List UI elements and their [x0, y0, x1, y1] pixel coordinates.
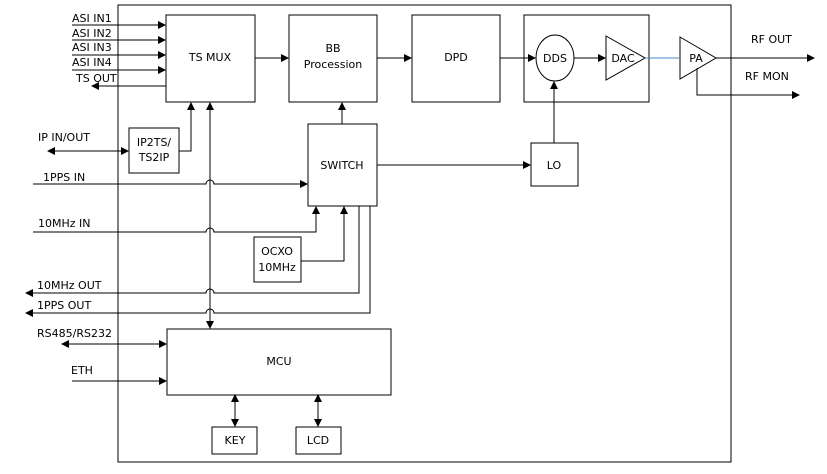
dds-label: DDS	[543, 52, 567, 65]
rs485-label: RS485/RS232	[37, 327, 112, 340]
10mhz-in-label: 10MHz IN	[38, 217, 91, 230]
bb-label-line2: Procession	[304, 58, 363, 71]
lcd-label: LCD	[307, 434, 329, 447]
lo-label: LO	[547, 159, 562, 172]
ocxo-label-line1: OCXO	[261, 245, 293, 258]
lcd-block: LCD	[295, 426, 342, 455]
ts-out-label: TS OUT	[75, 72, 117, 85]
eth-label: ETH	[71, 364, 93, 377]
lo-block: LO	[530, 142, 579, 187]
asi-in4-label: ASI IN4	[72, 56, 112, 69]
dac-triangle	[605, 35, 647, 81]
dpd-label: DPD	[444, 51, 468, 64]
rf-out-label: RF OUT	[751, 33, 792, 46]
mcu-label: MCU	[266, 355, 291, 368]
key-label: KEY	[225, 434, 246, 447]
10mhz-out-label: 10MHz OUT	[37, 279, 102, 292]
pa-amplifier: PA	[679, 36, 717, 80]
switch-block: SWITCH	[307, 123, 378, 207]
ts-mux-block: TS MUX	[165, 14, 256, 103]
bb-label-line1: BB	[325, 42, 340, 55]
ip2ts-block: IP2TS/ TS2IP	[128, 127, 180, 174]
key-block: KEY	[211, 426, 258, 455]
pps-in-label: 1PPS IN	[43, 171, 85, 184]
mcu-block: MCU	[166, 328, 392, 396]
bb-procession-block: BB Procession	[288, 14, 378, 103]
dpd-block: DPD	[411, 14, 501, 103]
asi-in3-label: ASI IN3	[72, 41, 112, 54]
ocxo-label-line2: 10MHz	[258, 261, 296, 274]
ip-inout-label: IP IN/OUT	[38, 131, 90, 144]
ts-mux-label: TS MUX	[188, 51, 232, 64]
pps-out-label: 1PPS OUT	[37, 299, 91, 312]
asi-in1-label: ASI IN1	[72, 12, 112, 25]
connection-lines	[25, 21, 815, 427]
ip2ts-label-line2: TS2IP	[138, 151, 170, 164]
dac-label: DAC	[611, 52, 635, 65]
pa-label: PA	[689, 52, 703, 65]
ip2ts-label-line1: IP2TS/	[137, 136, 172, 149]
ocxo-block: OCXO 10MHz	[253, 236, 302, 283]
switch-label: SWITCH	[320, 159, 363, 172]
asi-in2-label: ASI IN2	[72, 27, 112, 40]
rf-mon-label: RF MON	[745, 70, 789, 83]
